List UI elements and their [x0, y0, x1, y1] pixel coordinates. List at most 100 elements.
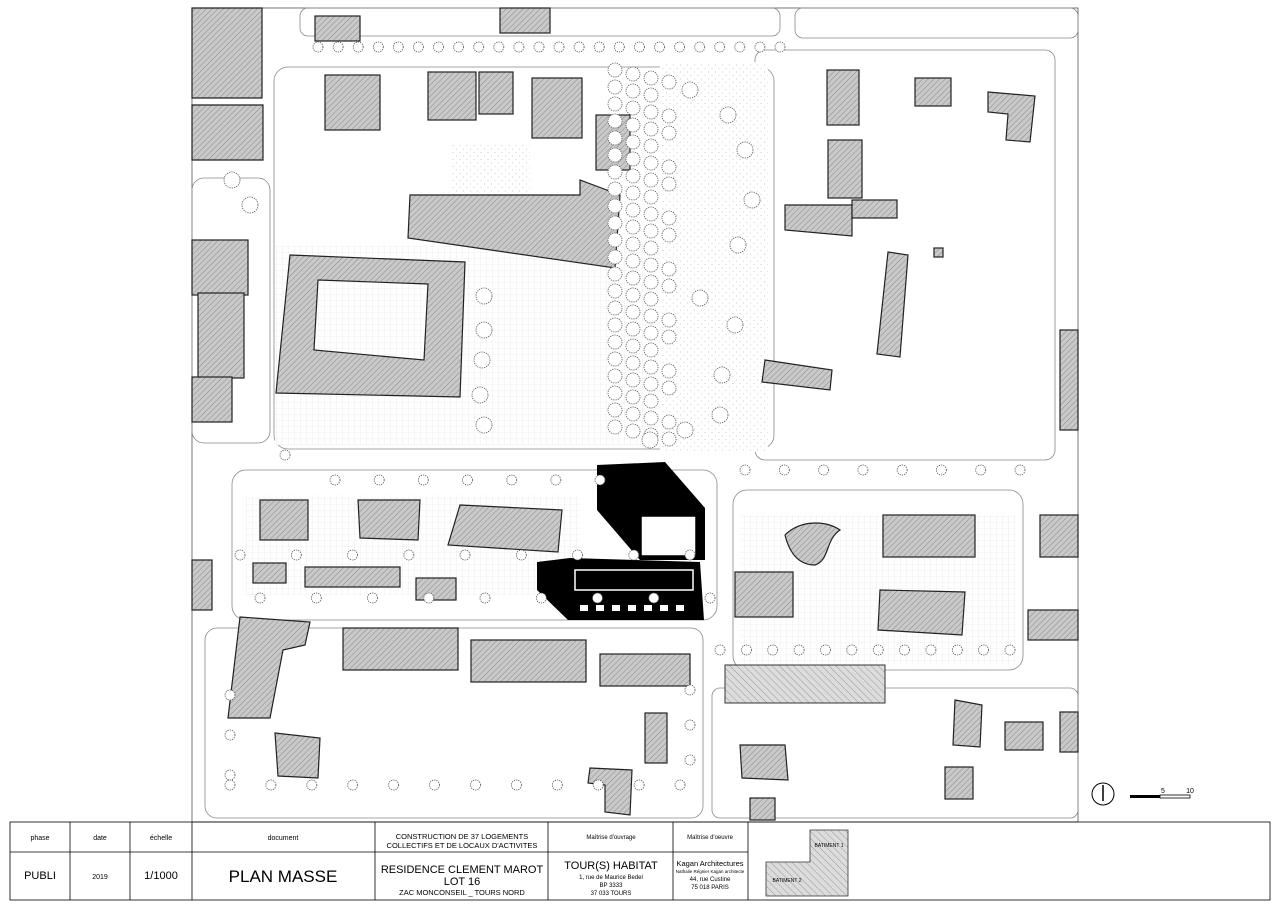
tree: [433, 41, 444, 53]
tree: [661, 74, 677, 90]
tree: [306, 779, 318, 791]
tree: [628, 549, 640, 561]
tree: [643, 359, 659, 375]
tree: [625, 83, 641, 99]
tree: [625, 372, 641, 388]
tree: [224, 689, 236, 701]
tree: [607, 181, 623, 197]
tree: [714, 41, 726, 53]
building: [191, 239, 249, 296]
tree: [607, 62, 623, 78]
tree: [607, 232, 623, 248]
tree: [975, 464, 987, 476]
owner-address-2: BP 3333: [600, 883, 624, 889]
tree: [613, 41, 625, 53]
building: [877, 589, 966, 636]
tree: [661, 227, 677, 243]
tree: [625, 338, 641, 354]
tree: [978, 644, 989, 656]
tree: [625, 117, 641, 133]
owner-name: TOUR(S) HABITAT: [564, 860, 658, 872]
tree: [607, 351, 623, 367]
tree: [594, 474, 606, 486]
tree: [661, 210, 677, 226]
tree: [429, 779, 440, 791]
tree: [625, 219, 641, 235]
tree: [403, 549, 415, 561]
tree: [625, 287, 641, 303]
tree: [607, 283, 623, 299]
tree: [661, 363, 677, 379]
tree: [224, 729, 236, 741]
scale-bar: 5 10: [1130, 788, 1194, 799]
building: [427, 71, 477, 121]
tree: [726, 316, 744, 334]
tree: [553, 41, 565, 53]
tree: [475, 287, 493, 305]
tree: [778, 464, 790, 476]
batiment-2-footprint: [537, 558, 704, 620]
tree: [310, 592, 322, 604]
tree: [661, 159, 677, 175]
building: [952, 699, 983, 748]
tree: [625, 134, 641, 150]
tree: [857, 464, 869, 476]
tree: [625, 355, 641, 371]
tree: [312, 41, 324, 53]
building: [191, 104, 264, 161]
tree: [872, 644, 884, 656]
project-location: ZAC MONCONSEIL _ TOURS NORD: [399, 888, 525, 897]
owner-header: Maîtrise d'ouvrage: [586, 835, 636, 841]
tree: [736, 141, 754, 159]
building: [1039, 514, 1079, 558]
tree: [936, 464, 947, 476]
scale-header: échelle: [150, 835, 172, 842]
tree: [643, 138, 659, 154]
tree: [372, 41, 384, 53]
tree: [643, 223, 659, 239]
tree: [661, 431, 677, 447]
building: [1059, 711, 1079, 753]
tree: [661, 380, 677, 396]
owner-address-3: 37 033 TOURS: [591, 891, 632, 897]
tree: [607, 130, 623, 146]
scale-tick-10: 10: [1186, 788, 1194, 795]
tree: [643, 206, 659, 222]
tree: [643, 342, 659, 358]
tree: [643, 274, 659, 290]
title-block: [9, 821, 1271, 901]
tree: [643, 155, 659, 171]
tree: [513, 41, 525, 53]
tree: [625, 202, 641, 218]
tree: [820, 644, 831, 656]
document-header: document: [268, 835, 299, 842]
tree: [254, 592, 266, 604]
date-value: 2019: [92, 874, 108, 881]
tree: [643, 240, 659, 256]
building: [933, 247, 944, 258]
tree: [743, 191, 761, 209]
tree: [704, 592, 716, 604]
tree: [714, 644, 726, 656]
tree: [607, 368, 623, 384]
batiment-2-balconies: [580, 605, 684, 611]
building: [914, 77, 952, 107]
tree: [607, 300, 623, 316]
building: [415, 577, 457, 601]
tree: [625, 423, 641, 439]
tree: [684, 719, 696, 731]
tree: [676, 421, 694, 439]
tree: [475, 416, 493, 434]
tree: [265, 779, 277, 791]
tree: [417, 474, 429, 486]
date-header: date: [93, 835, 107, 842]
tree: [643, 257, 659, 273]
tree: [241, 196, 259, 214]
batiment-2-outline: [574, 569, 694, 591]
tree: [347, 549, 358, 561]
building: [324, 74, 381, 131]
building: [749, 797, 776, 821]
building: [304, 566, 401, 588]
tree: [674, 779, 686, 791]
tree: [951, 644, 963, 656]
